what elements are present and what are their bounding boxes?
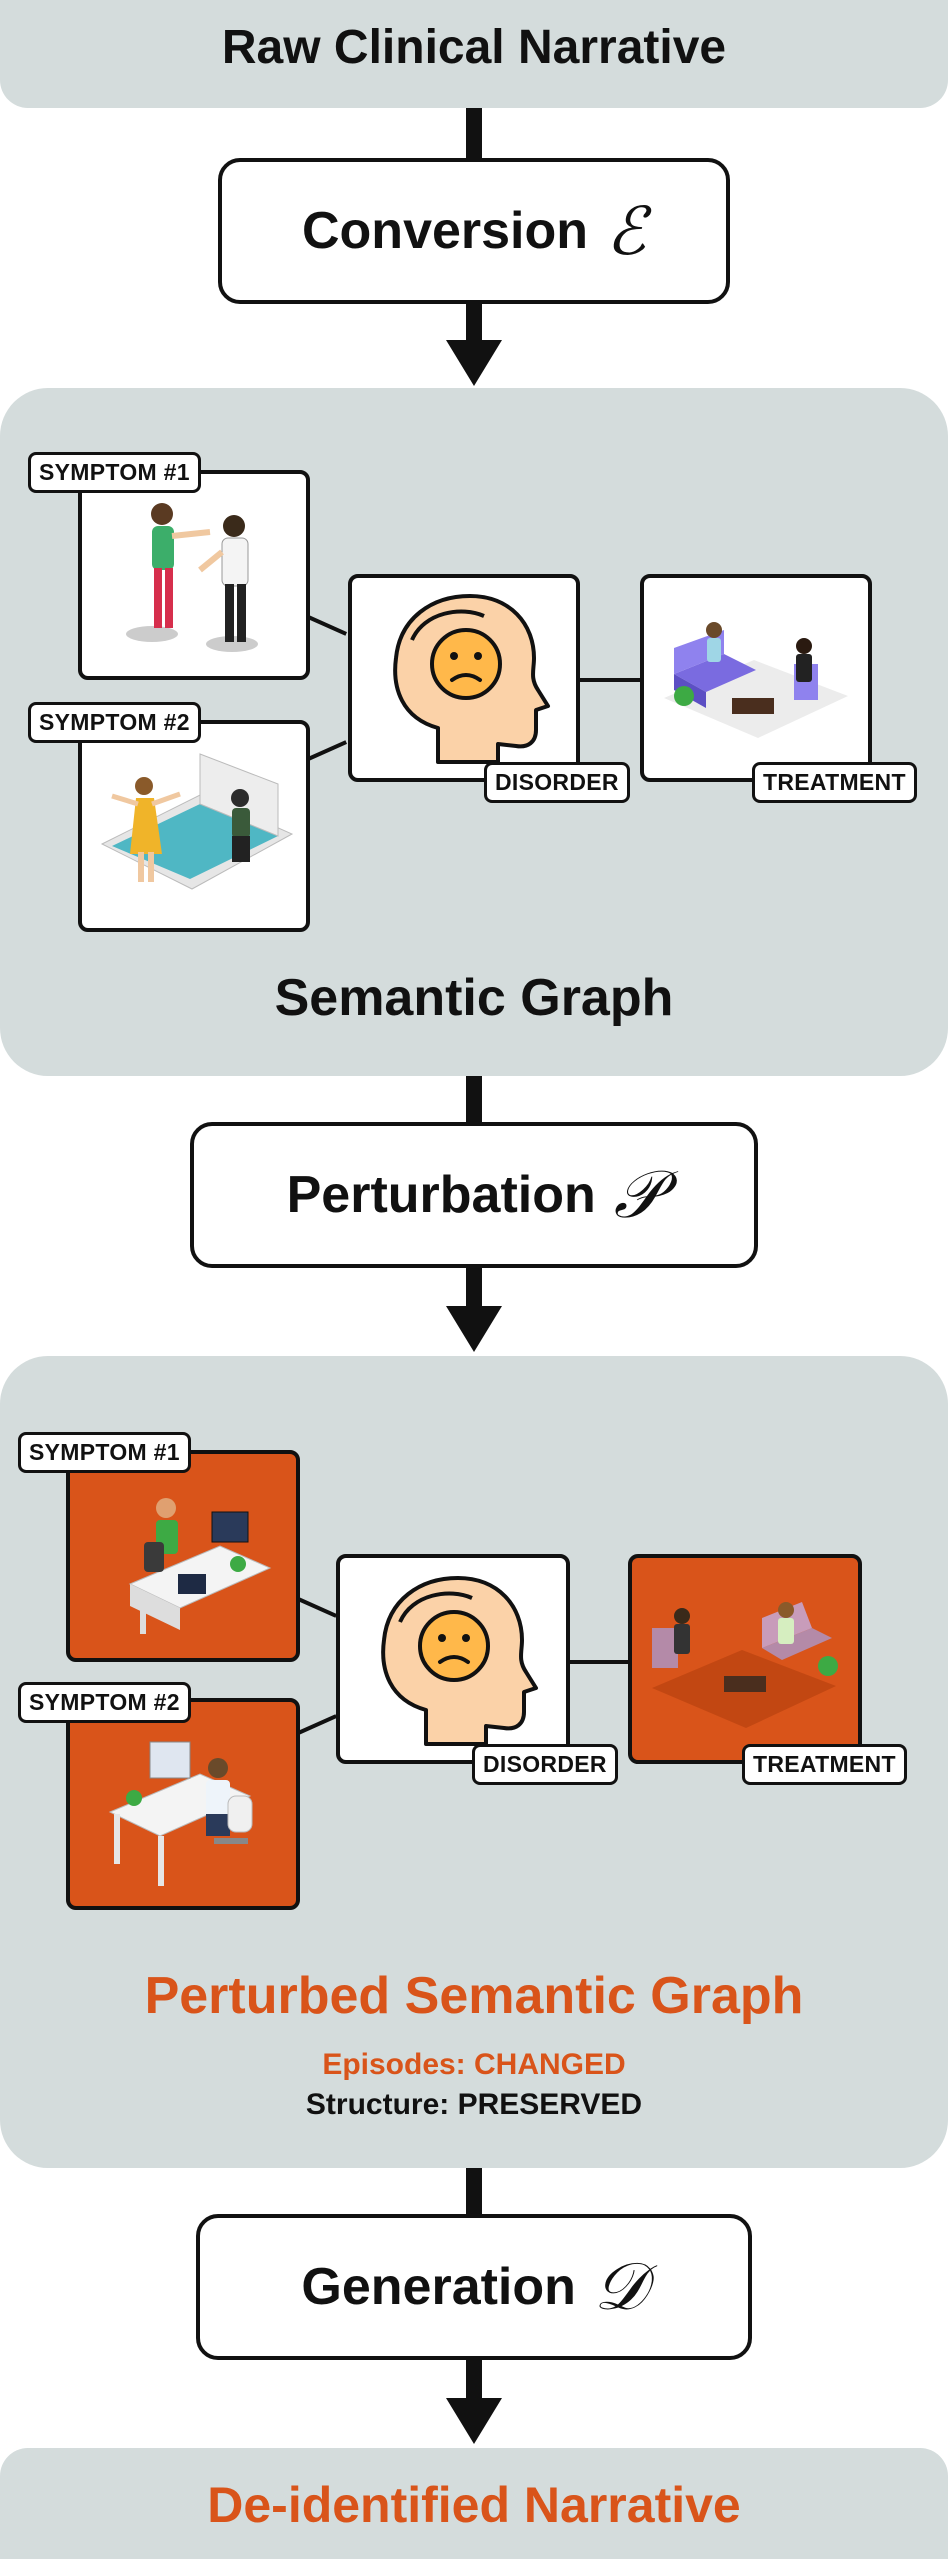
flow-arrowhead bbox=[446, 2398, 502, 2444]
flow-arrow-line bbox=[466, 2360, 482, 2400]
flow-arrow-line bbox=[466, 1268, 482, 1308]
perturbed-symptom-2-tag: SYMPTOM #2 bbox=[18, 1682, 191, 1723]
symptom-1-node bbox=[78, 470, 310, 680]
flow-arrow-line bbox=[466, 1076, 482, 1122]
perturbed-disorder-tag: DISORDER bbox=[472, 1744, 618, 1785]
symptom-2-node bbox=[78, 720, 310, 932]
perturbed-disorder-node bbox=[336, 1554, 570, 1764]
deidentified-narrative-bar bbox=[0, 2448, 948, 2559]
disorder-node bbox=[348, 574, 580, 782]
disorder-tag: DISORDER bbox=[484, 762, 630, 803]
perturbation-step: Perturbation 𝒫 bbox=[190, 1122, 758, 1268]
conversion-step: Conversion ℰ bbox=[218, 158, 730, 304]
argument-scene-icon bbox=[126, 503, 258, 652]
generation-step: Generation 𝒟 bbox=[196, 2214, 752, 2360]
treatment-tag: TREATMENT bbox=[752, 762, 917, 803]
symptom-1-tag: SYMPTOM #1 bbox=[28, 452, 201, 493]
conversion-label: Conversion bbox=[301, 202, 589, 260]
flow-arrow-line bbox=[466, 108, 482, 160]
deidentified-narrative-title: De-identified Narrative bbox=[207, 2477, 741, 2533]
treatment-node bbox=[640, 574, 872, 782]
graph-edge bbox=[578, 678, 642, 682]
therapy-session-icon bbox=[664, 622, 848, 738]
flow-arrow-line bbox=[466, 2168, 482, 2216]
semantic-graph-caption: Semantic Graph bbox=[274, 969, 674, 1027]
perturbation-label: Perturbation bbox=[286, 1166, 596, 1224]
bedroom-scene-icon bbox=[100, 753, 294, 890]
head-sad-face-icon bbox=[381, 1576, 538, 1746]
perturbation-symbol: 𝒫 bbox=[613, 1155, 662, 1233]
episodes-status: Episodes: CHANGED bbox=[322, 2048, 626, 2081]
generation-label: Generation bbox=[301, 2258, 576, 2316]
office-desk-scene-icon bbox=[128, 1498, 272, 1634]
perturbed-symptom-2-node bbox=[66, 1698, 300, 1910]
flow-arrowhead bbox=[446, 1306, 502, 1352]
structure-status: Structure: PRESERVED bbox=[305, 2088, 643, 2121]
head-sad-face-icon bbox=[393, 594, 550, 764]
conversion-symbol: ℰ bbox=[606, 192, 647, 270]
flow-arrow-line bbox=[466, 304, 482, 342]
perturbed-treatment-tag: TREATMENT bbox=[742, 1744, 907, 1785]
raw-narrative-title: Raw Clinical Narrative bbox=[221, 21, 727, 74]
perturbed-symptom-1-node bbox=[66, 1450, 300, 1662]
raw-narrative-bar bbox=[0, 0, 948, 108]
therapy-session-icon bbox=[652, 1602, 838, 1728]
perturbed-treatment-node bbox=[628, 1554, 862, 1764]
perturbed-graph-caption: Perturbed Semantic Graph bbox=[144, 1967, 804, 2025]
computer-workstation-scene-icon bbox=[108, 1741, 253, 1886]
flow-arrowhead bbox=[446, 340, 502, 386]
perturbed-symptom-1-tag: SYMPTOM #1 bbox=[18, 1432, 191, 1473]
generation-symbol: 𝒟 bbox=[593, 2247, 647, 2325]
graph-edge bbox=[566, 1660, 632, 1664]
symptom-2-tag: SYMPTOM #2 bbox=[28, 702, 201, 743]
